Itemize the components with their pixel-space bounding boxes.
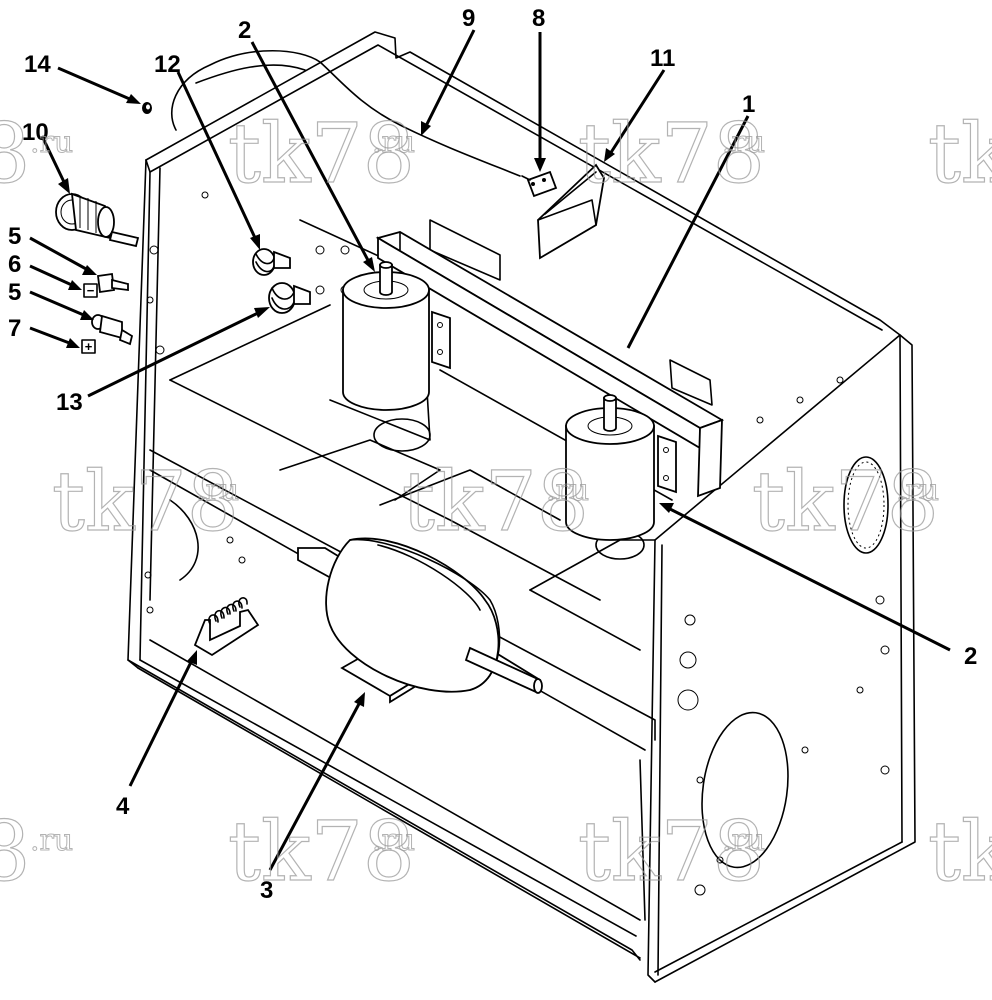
spring-bracket <box>193 597 260 657</box>
callout-2-lower: 2 <box>964 643 977 670</box>
watermark-partial: 8 <box>0 805 30 900</box>
watermark-text: tk78 <box>52 455 239 550</box>
callout-5-upper: 5 <box>8 223 21 250</box>
watermark-text: tk78 <box>752 455 939 550</box>
callout-4: 4 <box>116 793 130 820</box>
minus-symbol: − <box>87 283 95 298</box>
watermark-suffix: .ru <box>722 823 765 858</box>
connector-10 <box>55 192 140 248</box>
watermark-suffix: .ru <box>372 823 415 858</box>
capacitor-lower <box>565 394 677 541</box>
terminal-5-lower <box>91 314 134 346</box>
watermark-suffix: .ru <box>546 473 589 508</box>
watermark-text: tk78 <box>228 805 415 900</box>
watermark-suffix: .ru <box>372 125 415 160</box>
watermark-partial: 8 <box>0 107 30 202</box>
bushing-13 <box>268 282 311 314</box>
callout-9: 9 <box>462 5 475 32</box>
callout-3: 3 <box>260 877 273 904</box>
watermark-text: tk78 <box>578 107 765 202</box>
cabinet-frame <box>127 31 916 983</box>
watermark-suffix: .ru <box>196 473 239 508</box>
watermark-text: tk78 <box>402 455 589 550</box>
watermark-suffix: .ru <box>30 125 73 160</box>
callout-14: 14 <box>24 51 51 78</box>
watermark-suffix: .ru <box>30 823 73 858</box>
callout-5-lower: 5 <box>8 279 21 306</box>
cap-14 <box>142 102 152 114</box>
callout-8: 8 <box>532 5 545 32</box>
watermark-text: tk78 <box>928 805 992 900</box>
blower-motor <box>297 537 543 704</box>
terminal-5-upper <box>96 272 129 294</box>
wire-harness <box>171 50 521 177</box>
watermark-text: tk78 <box>228 107 415 202</box>
callout-13: 13 <box>56 389 83 416</box>
callout-12: 12 <box>154 51 181 78</box>
leader-lines <box>29 29 951 871</box>
mounting-rail <box>375 231 725 501</box>
watermark-text: tk78 <box>928 107 992 202</box>
watermark-text: tk78 <box>578 805 765 900</box>
bushing-12 <box>252 248 291 276</box>
callout-10: 10 <box>22 119 49 146</box>
terminal-mark-plus: + <box>81 339 96 354</box>
plus-symbol: + <box>85 339 93 354</box>
plate-11 <box>537 163 605 260</box>
watermark-layer: 8 .ru tk78 .ru tk78 .ru tk78 tk78 .ru tk… <box>0 106 992 900</box>
callout-6: 6 <box>8 251 21 278</box>
capacitor-upper <box>342 261 451 411</box>
watermark-suffix: .ru <box>722 125 765 160</box>
terminal-mark-minus: − <box>83 283 98 298</box>
callout-11: 11 <box>650 45 675 72</box>
watermark-suffix: .ru <box>896 473 939 508</box>
callout-numbers: 14 10 5 6 5 7 12 13 2 9 8 11 1 2 4 3 <box>8 5 977 904</box>
callout-7: 7 <box>8 315 21 342</box>
callout-1: 1 <box>742 91 755 118</box>
callout-2-upper: 2 <box>238 17 251 44</box>
switch-8 <box>521 170 558 198</box>
